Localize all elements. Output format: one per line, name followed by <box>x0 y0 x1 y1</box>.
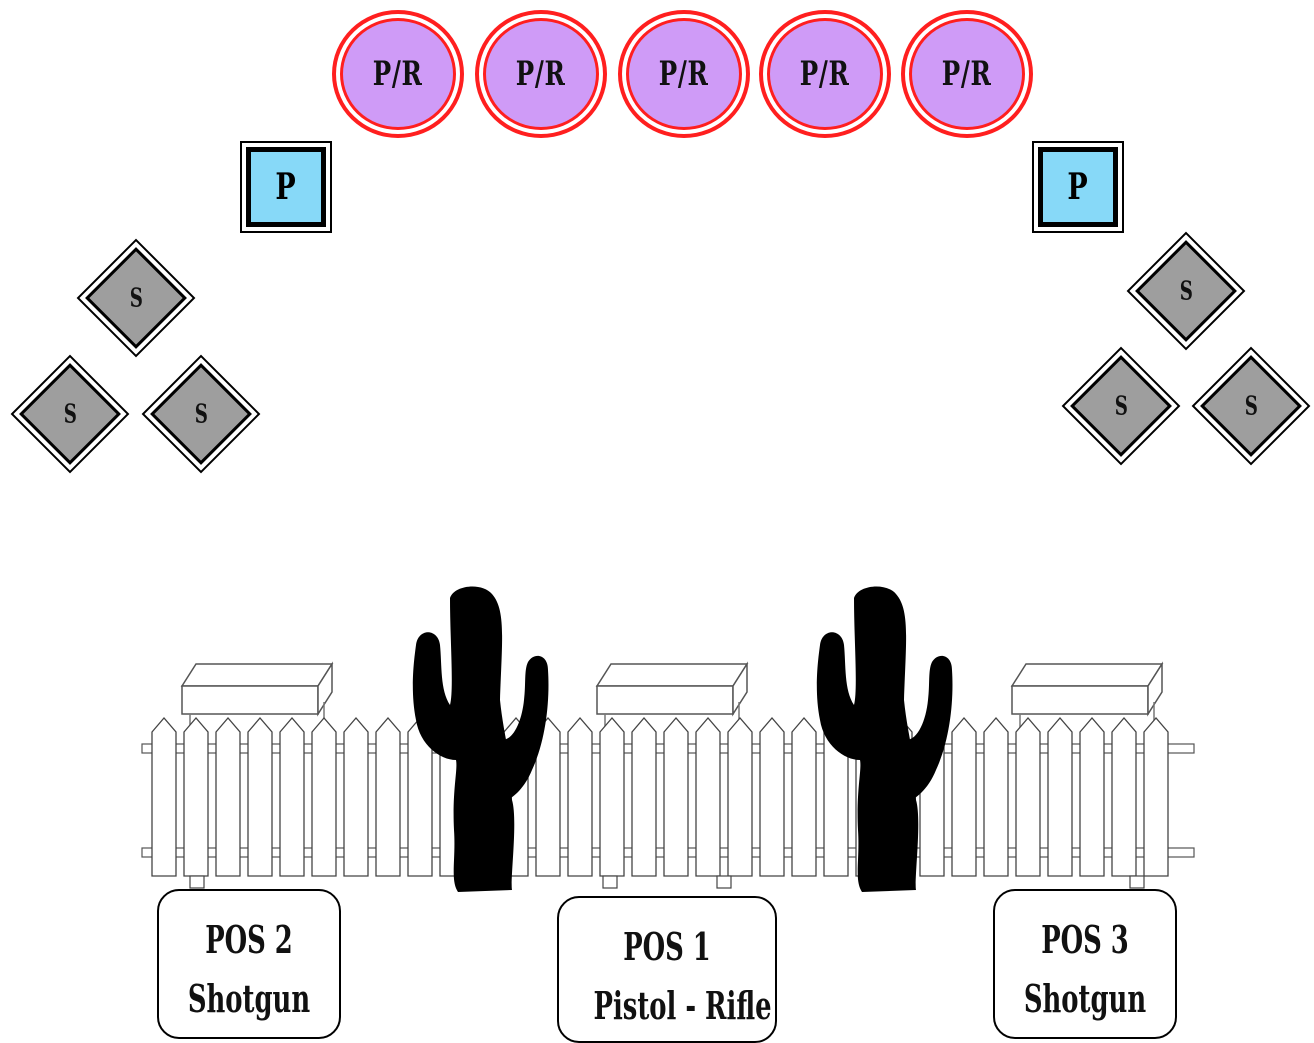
position-box-3: POS 3 Shotgun <box>993 889 1177 1039</box>
bench-icon <box>1010 661 1164 732</box>
position-title: POS 2 <box>205 917 293 962</box>
target-label: S <box>63 399 77 429</box>
fence-picket <box>983 717 1009 877</box>
target-label: P/R <box>373 54 423 94</box>
fence-picket <box>1079 717 1105 877</box>
pistol-rifle-target-5: P/R <box>901 10 1033 138</box>
fence-picket <box>1047 717 1073 877</box>
fence-picket <box>151 717 177 877</box>
target-label: P/R <box>942 54 992 94</box>
fence-picket <box>727 717 753 877</box>
fence-picket <box>951 717 977 877</box>
fence-picket <box>791 717 817 877</box>
position-title: POS 3 <box>1041 917 1129 962</box>
target-label: P/R <box>800 54 850 94</box>
fence-picket <box>247 717 273 877</box>
fence-picket <box>1111 717 1137 877</box>
fence-picket <box>279 717 305 877</box>
target-label: P/R <box>659 54 709 94</box>
target-label: S <box>1179 276 1193 306</box>
pistol-target-right: P <box>1032 141 1124 233</box>
position-weapon: Pistol - Rifle <box>593 983 772 1028</box>
bench-icon <box>595 661 749 732</box>
bench-icon <box>180 661 334 732</box>
cactus-icon <box>412 586 549 892</box>
fence-picket <box>375 717 401 877</box>
pistol-rifle-target-1: P/R <box>332 10 464 138</box>
fence-picket <box>535 717 561 877</box>
fence-post <box>189 875 205 889</box>
fence-post <box>716 875 732 889</box>
fence-picket <box>599 717 625 877</box>
fence-picket <box>1143 717 1169 877</box>
fence-picket <box>663 717 689 877</box>
fence-picket <box>311 717 337 877</box>
target-label: P <box>1067 166 1089 208</box>
target-label: S <box>129 283 143 313</box>
pistol-target-left: P <box>240 141 332 233</box>
fence-picket <box>759 717 785 877</box>
cactus-icons <box>412 586 953 892</box>
target-label: P <box>275 166 297 208</box>
pistol-rifle-target-3: P/R <box>618 10 750 138</box>
target-label: S <box>1244 391 1258 421</box>
position-title: POS 1 <box>623 924 711 969</box>
target-label: S <box>1114 391 1128 421</box>
position-box-1: POS 1 Pistol - Rifle <box>557 896 777 1043</box>
pistol-rifle-target-2: P/R <box>475 10 607 138</box>
position-weapon: Shotgun <box>1023 976 1147 1021</box>
fence-picket <box>567 717 593 877</box>
fence-picket <box>343 717 369 877</box>
fence-picket <box>183 717 209 877</box>
bench-icons <box>180 661 1164 732</box>
target-label: P/R <box>516 54 566 94</box>
pistol-rifle-target-4: P/R <box>759 10 891 138</box>
position-box-2: POS 2 Shotgun <box>157 889 341 1039</box>
fence-picket <box>695 717 721 877</box>
fence-post <box>602 875 618 889</box>
fence-picket <box>1015 717 1041 877</box>
cactus-icon <box>816 586 953 892</box>
position-weapon: Shotgun <box>187 976 311 1021</box>
fence-picket <box>215 717 241 877</box>
fence-post <box>1129 875 1145 889</box>
target-label: S <box>194 399 208 429</box>
fence-icon <box>141 717 1195 889</box>
fence-picket <box>631 717 657 877</box>
